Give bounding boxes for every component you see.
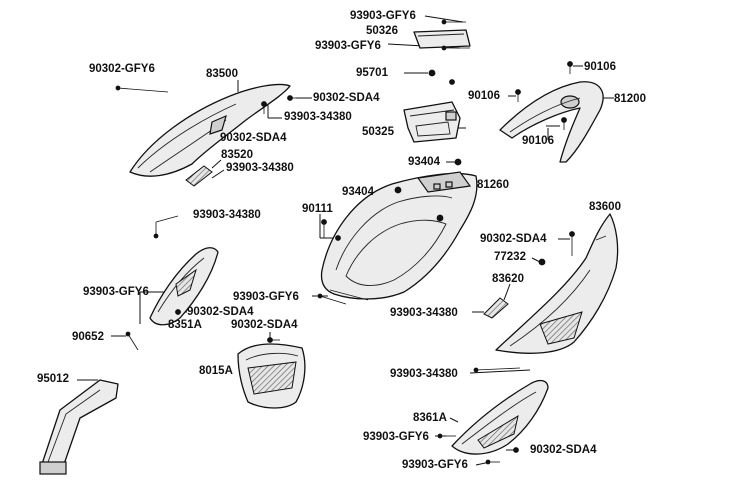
part-label: 93903-GFY6 (402, 459, 468, 471)
part-label: 8361A (413, 412, 447, 424)
part-label: 93404 (342, 186, 374, 198)
part-8015a-center-cover (237, 343, 306, 409)
part-label: 83600 (589, 201, 621, 213)
part-81260-luggage-box (320, 171, 478, 301)
fasteners-center (267, 337, 280, 343)
part-label: 90106 (584, 61, 616, 73)
part-label: 90302-SDA4 (220, 132, 287, 144)
part-83620-trim (483, 297, 509, 319)
part-83500-left-cover (129, 83, 291, 177)
part-label: 50326 (366, 25, 398, 37)
part-50326-cover (413, 29, 471, 49)
part-label: 90302-GFY6 (89, 63, 155, 75)
part-label: 90111 (302, 203, 333, 215)
part-label: 93903-GFY6 (83, 286, 149, 298)
part-label: 8015A (199, 365, 233, 377)
fasteners-inner-cover (125, 215, 181, 351)
part-label: 90652 (72, 331, 104, 343)
part-81200-rear-carrier (499, 81, 604, 163)
part-label: 81260 (477, 179, 509, 191)
fasteners-luggage (317, 158, 462, 305)
part-label: 8351A (168, 319, 202, 331)
part-label: 90302-SDA4 (530, 444, 597, 456)
part-label: 93903-GFY6 (233, 291, 299, 303)
part-label: 93903-34380 (390, 368, 458, 380)
part-label: 90302-SDA4 (480, 233, 547, 245)
part-8361a-lower-cover (451, 379, 549, 455)
part-label: 93903-34380 (390, 307, 458, 319)
fasteners-lower (437, 367, 521, 465)
part-label: 95701 (356, 67, 388, 79)
part-label: 93903-GFY6 (315, 40, 381, 52)
fasteners-right-cover (538, 231, 575, 266)
part-label: 93404 (408, 156, 440, 168)
part-label: 90302-SDA4 (313, 92, 380, 104)
fasteners-left-cover (115, 85, 296, 114)
part-label: 93903-34380 (193, 209, 261, 221)
part-label: 90302-SDA4 (231, 319, 298, 331)
part-50325-battery-box (403, 101, 461, 143)
part-label: 77232 (494, 251, 526, 263)
part-label: 93903-34380 (284, 111, 352, 123)
part-label: 90302-SDA4 (187, 306, 254, 318)
part-label: 81200 (614, 93, 646, 105)
part-label: 90106 (522, 135, 554, 147)
fasteners-top (428, 19, 470, 85)
part-label: 83520 (221, 149, 253, 161)
part-label: 83500 (206, 68, 238, 80)
part-83520-trim (185, 165, 213, 187)
part-label: 83620 (492, 273, 524, 285)
part-95012-strap (39, 379, 119, 475)
fasteners-carrier (515, 61, 573, 130)
part-label: 95012 (37, 373, 69, 385)
part-label: 93903-34380 (226, 162, 294, 174)
part-83600-right-cover (495, 213, 619, 354)
part-8351a-inner-cover (149, 247, 219, 326)
part-label: 90106 (468, 90, 500, 102)
part-label: 50325 (362, 126, 394, 138)
part-label: 93903-GFY6 (363, 431, 429, 443)
part-label: 93903-GFY6 (350, 10, 416, 22)
